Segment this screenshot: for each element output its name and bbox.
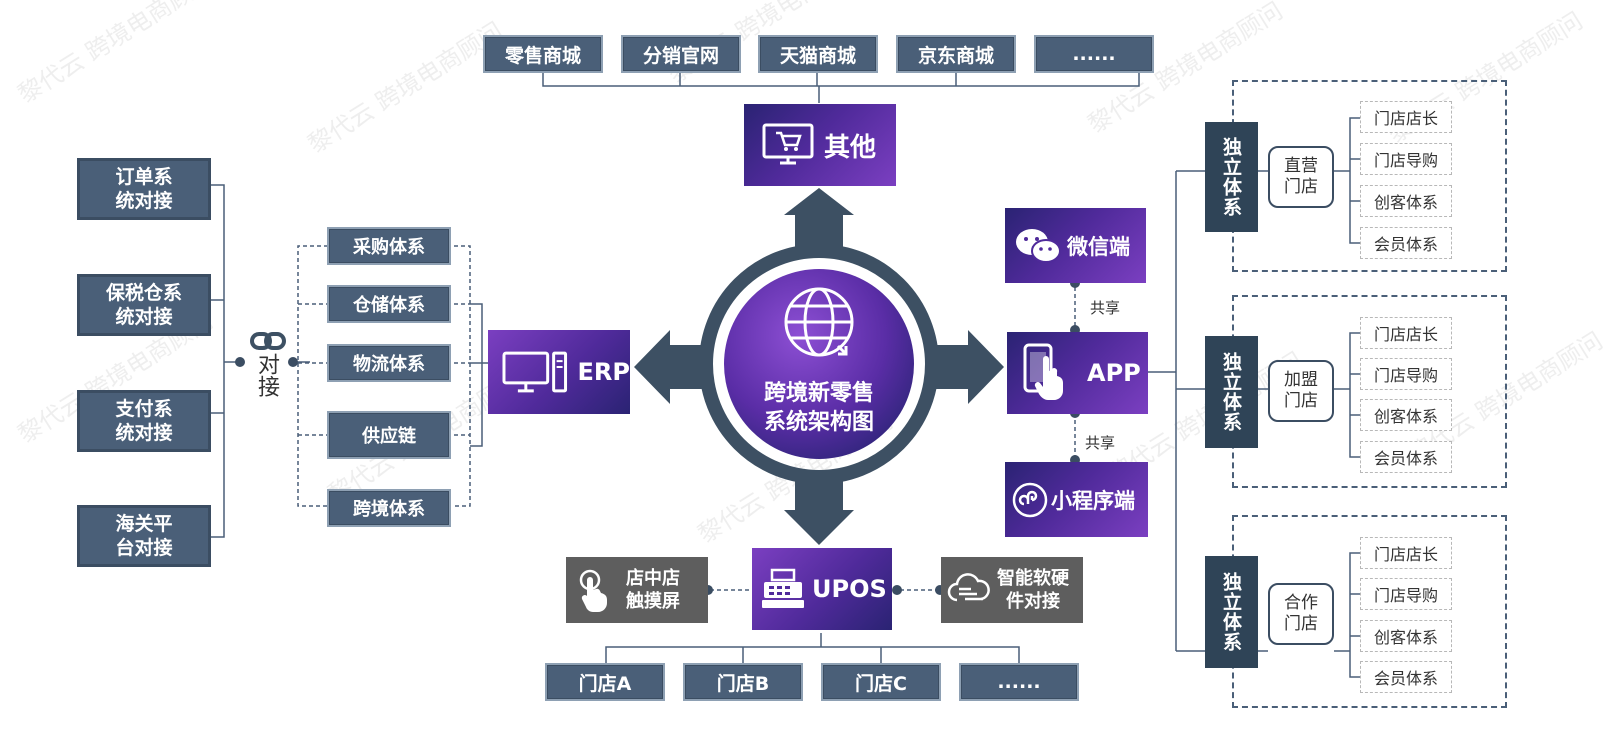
role-box: 创客体系 xyxy=(1360,399,1452,431)
upos-label: UPOS xyxy=(812,575,887,603)
left-system-box: 订单系 统对接 xyxy=(77,158,211,220)
left-system-box: 支付系 统对接 xyxy=(77,390,211,452)
bottom-store-box: ...... xyxy=(959,663,1079,701)
center-title: 跨境新零售 系统架构图 xyxy=(729,379,909,437)
cloud-link-icon xyxy=(947,573,990,602)
role-box: 会员体系 xyxy=(1360,227,1452,259)
app-box: APP xyxy=(1007,332,1148,414)
channel-box: 分销官网 xyxy=(621,35,741,73)
cash-register-icon xyxy=(762,568,804,608)
center-hub xyxy=(724,269,914,459)
bottom-store-box: 门店B xyxy=(683,663,803,701)
module-box: 跨境体系 xyxy=(327,489,451,527)
role-box: 门店店长 xyxy=(1360,101,1452,133)
channel-box: 京东商城 xyxy=(896,35,1016,73)
center-title-line2: 系统架构图 xyxy=(763,410,874,435)
other-box: 其他 xyxy=(744,104,896,186)
left-system-box: 海关平 台对接 xyxy=(77,505,211,567)
independent-system-label: 独立体系 xyxy=(1205,336,1258,448)
channel-box: 天猫商城 xyxy=(758,35,878,73)
direct-store-box: 直营 门店 xyxy=(1268,146,1334,208)
partner-store-box: 合作 门店 xyxy=(1268,583,1334,645)
mini-program-box: 小程序端 xyxy=(1005,462,1148,537)
role-box: 门店导购 xyxy=(1360,358,1452,390)
connect-label: 对接 xyxy=(254,353,279,397)
left-system-box: 保税仓系 统对接 xyxy=(77,274,211,336)
role-box: 门店导购 xyxy=(1360,143,1452,175)
mini-program-label: 小程序端 xyxy=(1051,488,1135,513)
erp-label: ERP xyxy=(577,358,630,386)
smart-hardware-label: 智能软硬 件对接 xyxy=(997,568,1069,612)
other-label: 其他 xyxy=(824,132,877,163)
touch-hand-icon xyxy=(579,569,607,612)
role-box: 会员体系 xyxy=(1360,441,1452,473)
independent-system-label: 独立体系 xyxy=(1205,122,1258,232)
smart-hardware-box: 智能软硬 件对接 xyxy=(941,557,1083,623)
channel-box: ...... xyxy=(1034,35,1154,73)
module-box: 仓储体系 xyxy=(327,285,451,323)
role-box: 门店导购 xyxy=(1360,578,1452,610)
module-box: 采购体系 xyxy=(327,227,451,265)
role-box: 创客体系 xyxy=(1360,185,1452,217)
role-box: 创客体系 xyxy=(1360,620,1452,652)
share-label-top: 共享 xyxy=(1090,299,1121,317)
franchise-store-box: 加盟 门店 xyxy=(1268,360,1334,422)
bottom-store-box: 门店C xyxy=(821,663,941,701)
module-box: 供应链 xyxy=(327,411,451,459)
role-box: 门店店长 xyxy=(1360,537,1452,569)
mini-program-icon xyxy=(1012,482,1048,517)
bottom-store-box: 门店A xyxy=(545,663,665,701)
touch-screen-label: 店中店 触摸屏 xyxy=(626,568,680,612)
link-icon xyxy=(250,331,286,351)
center-title-line1: 跨境新零售 xyxy=(763,381,874,406)
share-label-bottom: 共享 xyxy=(1085,434,1116,452)
desktop-computer-icon xyxy=(502,351,568,393)
module-box: 物流体系 xyxy=(327,344,451,382)
wechat-icon xyxy=(1016,228,1061,263)
wechat-box: 微信端 xyxy=(1005,208,1146,283)
role-box: 门店店长 xyxy=(1360,317,1452,349)
wechat-label: 微信端 xyxy=(1067,234,1130,259)
app-label: APP xyxy=(1087,359,1141,387)
role-box: 会员体系 xyxy=(1360,661,1452,693)
independent-system-label: 独立体系 xyxy=(1205,556,1258,668)
globe-icon xyxy=(784,287,854,357)
erp-box: ERP xyxy=(488,330,630,414)
mobile-touch-icon xyxy=(1023,343,1063,400)
monitor-cart-icon xyxy=(762,123,814,165)
upos-box: UPOS xyxy=(752,548,892,630)
touch-screen-box: 店中店 触摸屏 xyxy=(566,557,708,623)
channel-box: 零售商城 xyxy=(483,35,603,73)
